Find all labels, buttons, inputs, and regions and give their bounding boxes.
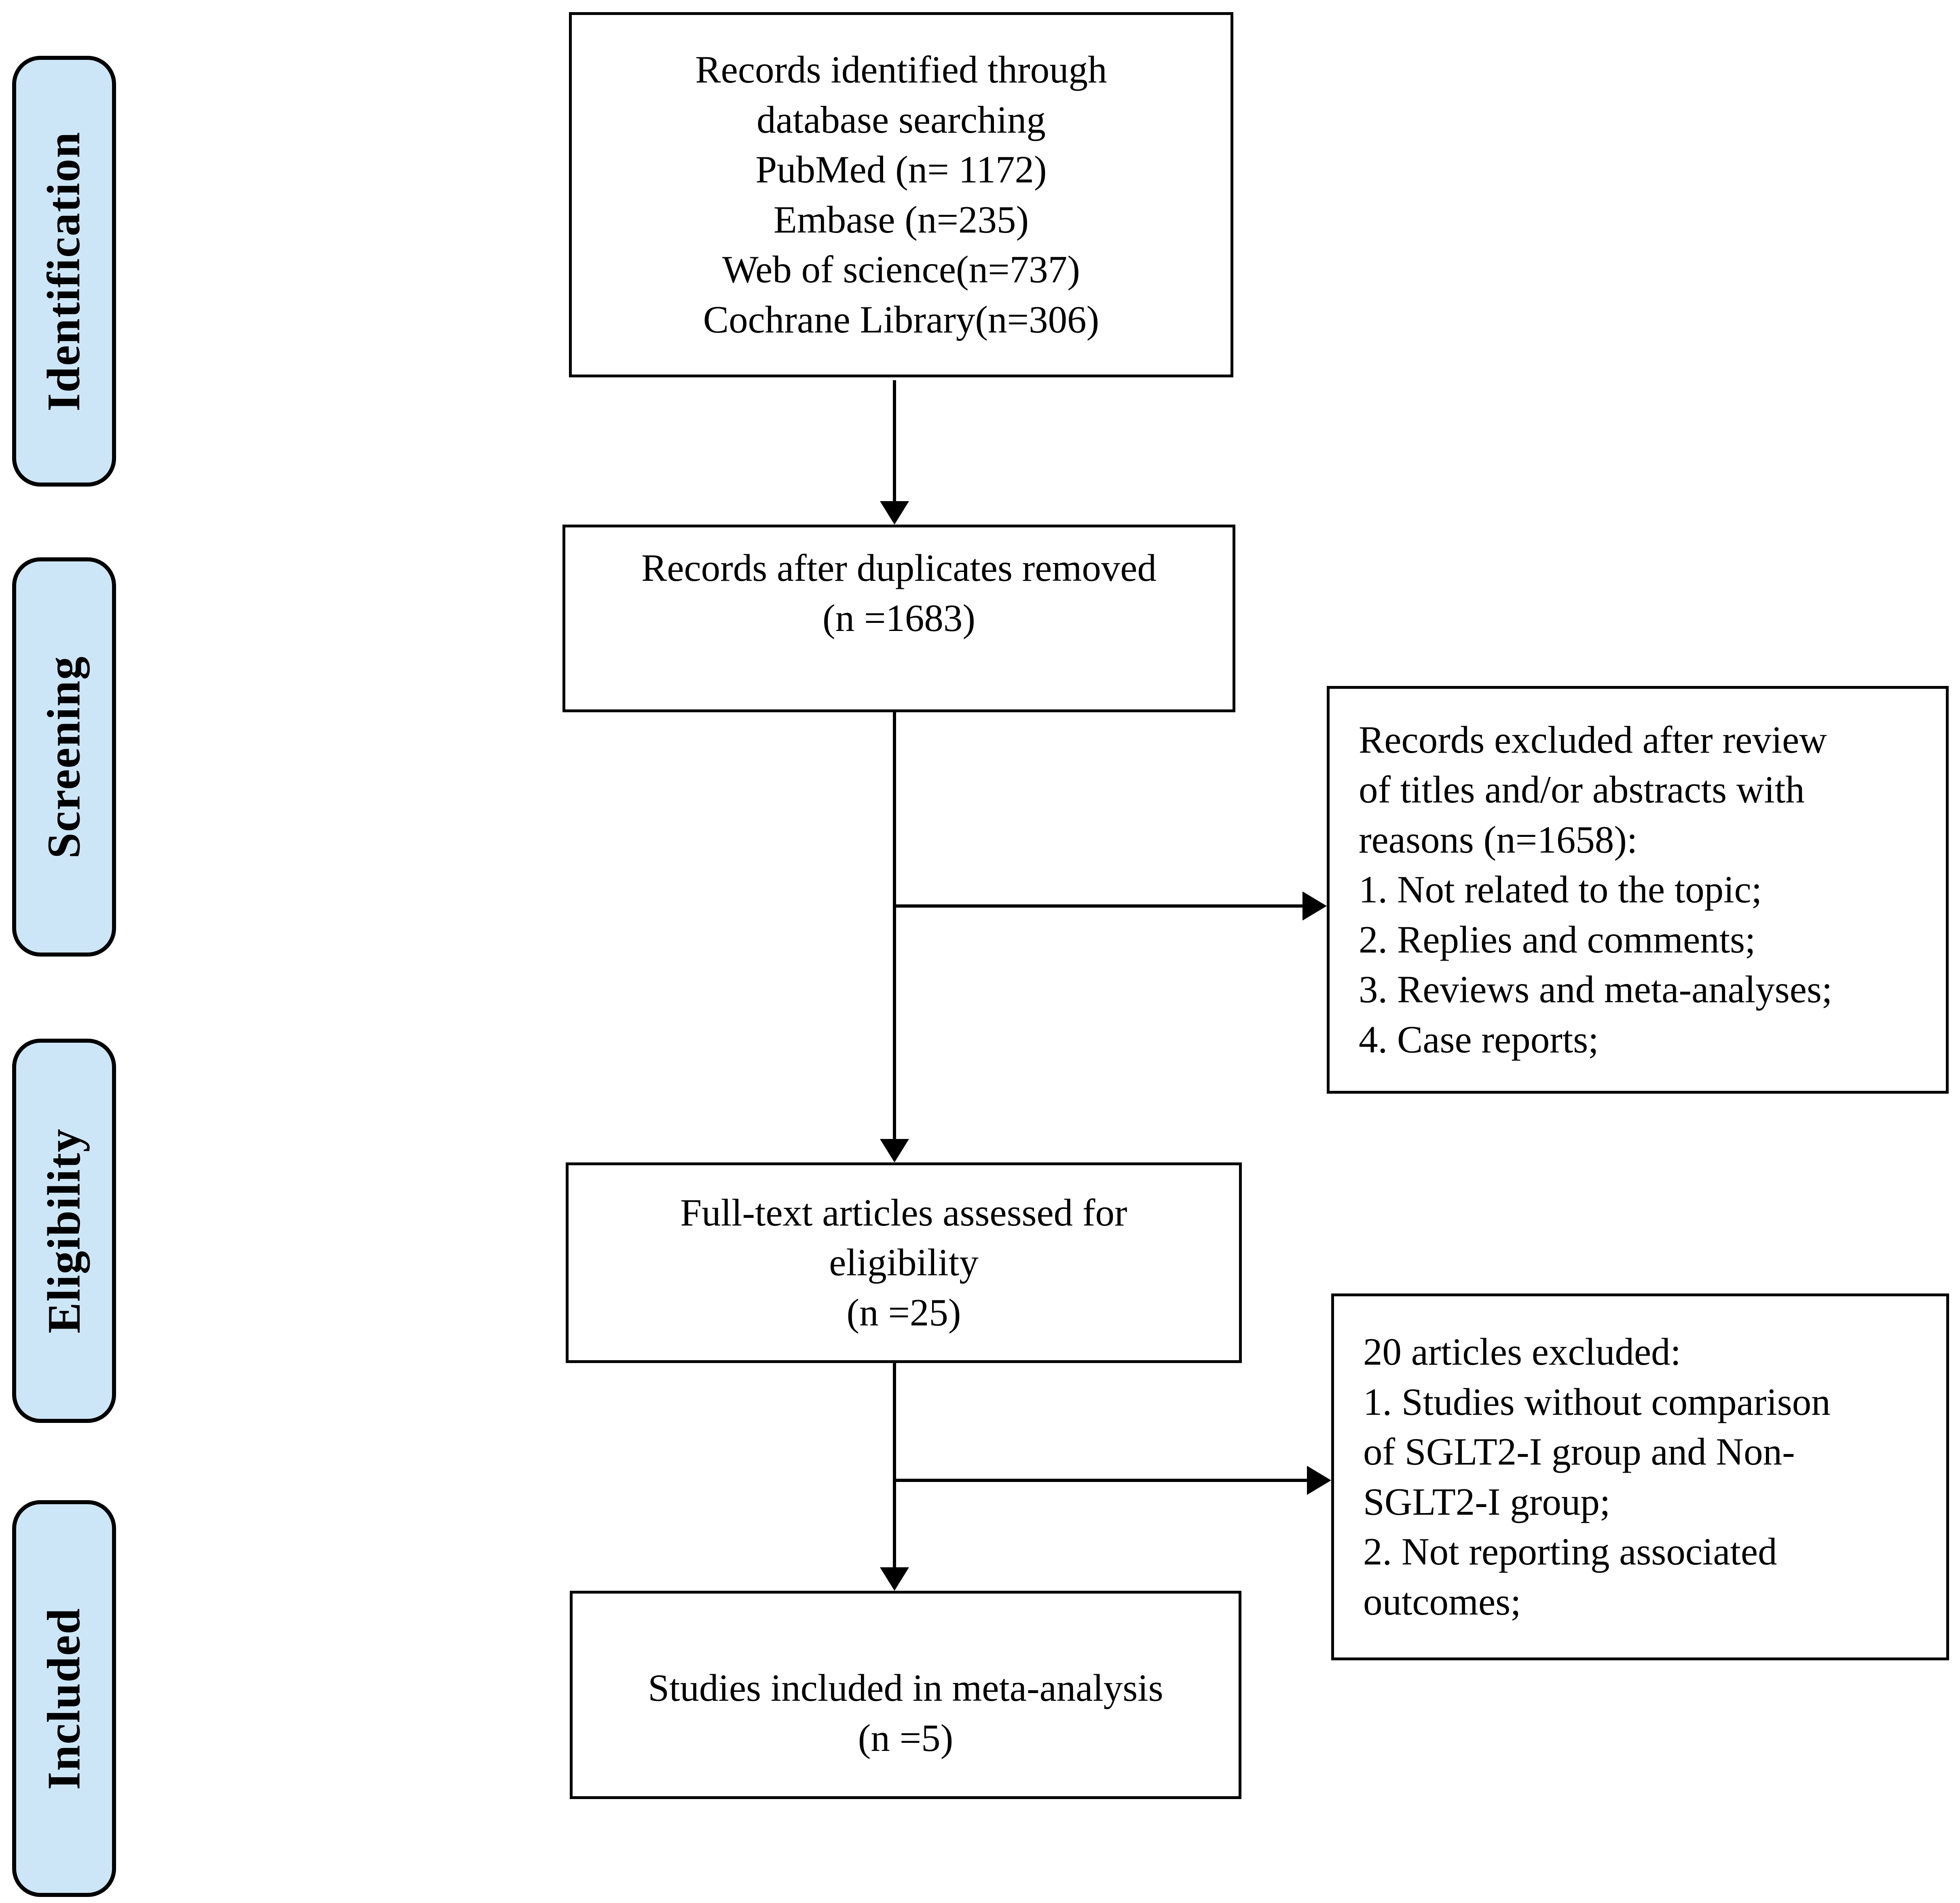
box-records-excluded-screening-text: Records excluded after review of titles … (1359, 718, 1833, 1061)
box-fulltext-assessed-text: Full-text articles assessed for eligibil… (680, 1191, 1127, 1334)
stage-label-included: Included (12, 1500, 116, 1897)
stage-label-eligibility: Eligibility (12, 1039, 116, 1423)
arrowhead-into-fulltext (880, 1139, 909, 1162)
arrowhead-into-fulltext-exclusions (1307, 1466, 1331, 1495)
box-studies-included: Studies included in meta-analysis (n =5) (570, 1591, 1241, 1799)
arrow-line-identified-to-duplicates (893, 380, 896, 501)
box-records-identified: Records identified through database sear… (569, 12, 1233, 377)
box-records-after-duplicates: Records after duplicates removed (n =168… (562, 525, 1235, 712)
stage-label-screening-text: Screening (38, 655, 90, 859)
box-articles-excluded-fulltext: 20 articles excluded: 1. Studies without… (1331, 1293, 1949, 1660)
arrow-line-fulltext-to-included (893, 1363, 896, 1567)
arrowhead-into-duplicates (880, 501, 909, 525)
stage-label-identification: Identification (12, 56, 116, 487)
box-articles-excluded-fulltext-text: 20 articles excluded: 1. Studies without… (1363, 1330, 1831, 1623)
box-records-excluded-screening: Records excluded after review of titles … (1327, 686, 1949, 1094)
stage-label-eligibility-text: Eligibility (38, 1128, 90, 1334)
box-studies-included-text: Studies included in meta-analysis (n =5) (648, 1666, 1163, 1759)
stage-label-screening: Screening (12, 557, 116, 957)
arrowhead-into-included (880, 1567, 909, 1591)
box-records-identified-text: Records identified through database sear… (695, 48, 1107, 341)
box-records-after-duplicates-text: Records after duplicates removed (n =168… (641, 546, 1157, 639)
arrow-line-duplicates-to-fulltext (893, 712, 896, 1139)
box-fulltext-assessed: Full-text articles assessed for eligibil… (566, 1162, 1242, 1363)
stage-label-identification-text: Identification (38, 131, 90, 411)
arrowhead-into-screening-exclusions (1302, 891, 1327, 921)
stage-label-included-text: Included (38, 1607, 90, 1790)
arrow-line-branch-to-fulltext-exclusions (894, 1479, 1307, 1482)
arrow-line-branch-to-screening-exclusions (894, 904, 1302, 908)
